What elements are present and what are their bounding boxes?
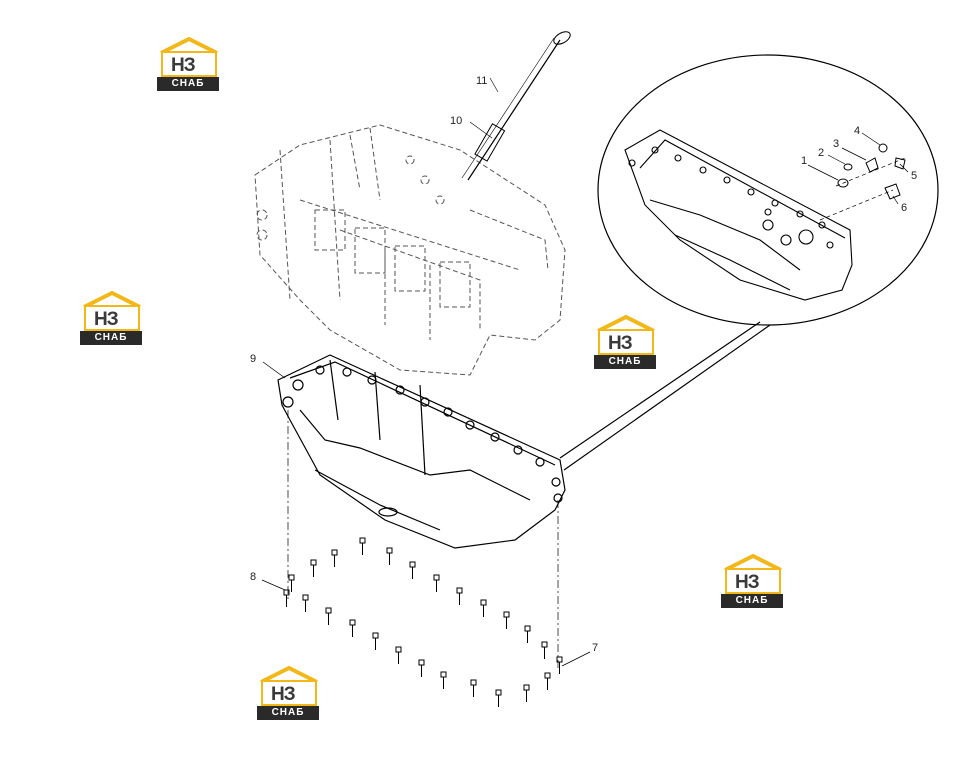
watermark-logo: НЗ СНАБ: [157, 37, 221, 95]
logo-band: СНАБ: [157, 77, 219, 91]
bolt: [288, 574, 295, 592]
bolt: [523, 684, 530, 702]
bolt: [556, 656, 563, 674]
logo-letters: НЗ: [271, 684, 296, 705]
callout-11: 11: [476, 75, 487, 87]
roof-icon: [597, 315, 655, 333]
watermark-logo: НЗ СНАБ: [80, 291, 144, 349]
logo-band: СНАБ: [80, 331, 142, 345]
bolt: [310, 559, 317, 577]
callout-6: 6: [901, 202, 907, 214]
bolt: [503, 611, 510, 629]
bolt: [541, 641, 548, 659]
logo-letters: НЗ: [735, 572, 760, 593]
callout-3: 3: [833, 138, 839, 150]
bolt: [418, 659, 425, 677]
leader-lines: [261, 132, 909, 667]
roof-icon: [724, 554, 782, 572]
alignment-lines: [287, 410, 559, 670]
bolt: [433, 574, 440, 592]
oil-pan: [277, 354, 566, 549]
roof-icon: [160, 37, 218, 55]
bolt: [283, 589, 290, 607]
bolt: [386, 547, 393, 565]
logo-frame: [725, 568, 781, 594]
bolt: [456, 587, 463, 605]
logo-frame: [261, 680, 317, 706]
callout-8: 8: [250, 571, 256, 583]
callout-10: 10: [450, 115, 462, 127]
watermark-logo: НЗ СНАБ: [257, 666, 321, 724]
dipstick-assembly: [461, 31, 571, 181]
logo-letters: НЗ: [94, 309, 119, 330]
bolt: [480, 599, 487, 617]
bolt: [331, 549, 338, 567]
logo-band: СНАБ: [594, 355, 656, 369]
watermark-logo: НЗ СНАБ: [721, 554, 785, 612]
callout-2: 2: [818, 147, 824, 159]
detail-oil-pan: [624, 129, 853, 301]
bolt: [409, 561, 416, 579]
logo-frame: [84, 305, 140, 331]
logo-frame: [598, 329, 654, 355]
logo-letters: НЗ: [171, 55, 196, 76]
bolt: [359, 537, 366, 555]
detail-bubble: [559, 54, 939, 471]
logo-band: СНАБ: [257, 706, 319, 720]
bolt: [470, 679, 477, 697]
bolt: [395, 646, 402, 664]
roof-icon: [83, 291, 141, 309]
bolt-set: [283, 537, 563, 707]
callout-7: 7: [592, 642, 598, 654]
drain-plug-parts: [819, 143, 906, 221]
engine-block: [254, 124, 566, 376]
callout-5: 5: [911, 170, 917, 182]
bolt: [372, 632, 379, 650]
bolt: [524, 625, 531, 643]
logo-letters: НЗ: [608, 333, 633, 354]
bolt: [349, 619, 356, 637]
callout-1: 1: [801, 155, 807, 167]
bolt: [440, 671, 447, 689]
bolt: [325, 607, 332, 625]
bolt: [495, 689, 502, 707]
callout-9: 9: [250, 353, 256, 365]
bolt: [544, 672, 551, 690]
roof-icon: [260, 666, 318, 684]
bolt: [302, 594, 309, 612]
logo-frame: [161, 51, 217, 77]
callout-4: 4: [854, 125, 860, 137]
logo-band: СНАБ: [721, 594, 783, 608]
callout-labels: 1 2 3 4 5 6 7 8 9 10 11: [250, 75, 917, 654]
watermark-logo: НЗ СНАБ: [594, 315, 658, 373]
